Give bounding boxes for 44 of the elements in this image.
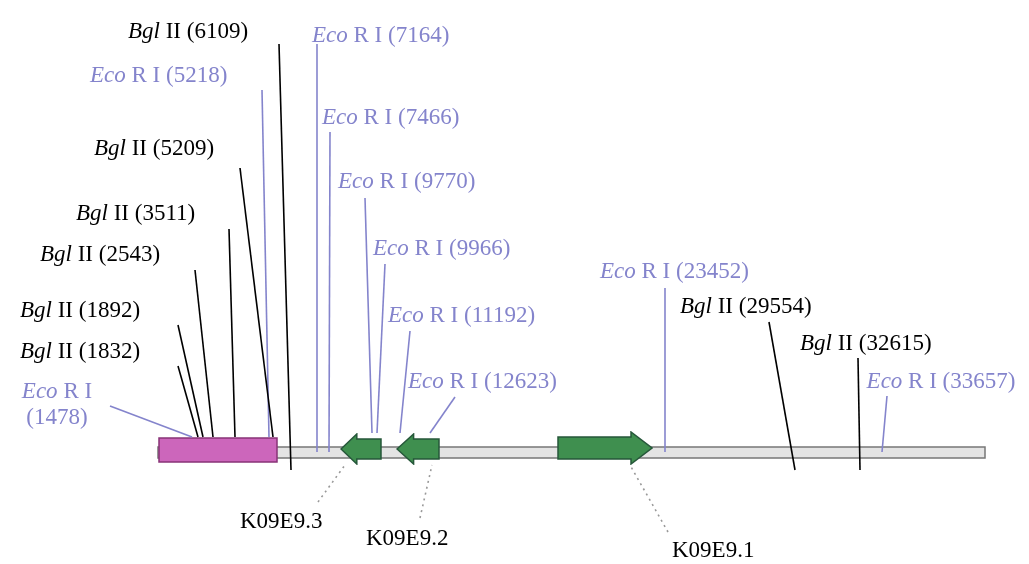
- leader-line: [881, 395, 888, 453]
- gene-label: K09E9.2: [366, 525, 449, 551]
- restriction-site-label: Eco R I (23452): [600, 258, 749, 284]
- leader-line: [228, 228, 236, 438]
- restriction-site-label: Eco R I (9770): [338, 168, 476, 194]
- leader-line: [857, 357, 861, 471]
- leader-line: [109, 405, 193, 438]
- leader-line: [768, 321, 796, 471]
- restriction-site-label: Eco R I (33657): [866, 368, 1016, 394]
- leader-line: [317, 464, 346, 503]
- restriction-site-label: Eco R I (12623): [408, 368, 557, 394]
- restriction-site-label: Eco R I (7466): [322, 104, 460, 130]
- leader-line: [364, 197, 373, 434]
- restriction-site-label: Bgl II (2543): [40, 241, 161, 267]
- leader-line: [328, 131, 331, 453]
- leader-line: [239, 167, 274, 438]
- exon-box: [158, 437, 278, 463]
- leader-line: [399, 330, 411, 434]
- leader-line: [278, 43, 292, 471]
- leader-line: [261, 89, 270, 438]
- restriction-site-label: Bgl II (5209): [94, 135, 215, 161]
- restriction-site-label: Bgl II (29554): [680, 293, 812, 319]
- restriction-site-label: Eco R I (11192): [388, 302, 536, 328]
- restriction-site-label: Bgl II (1892): [20, 297, 141, 323]
- restriction-site-label: Bgl II (3511): [76, 200, 196, 226]
- restriction-site-label: Eco R I (9966): [373, 235, 511, 261]
- leader-line: [316, 43, 318, 453]
- restriction-site-label: Bgl II (1832): [20, 338, 141, 364]
- gene-arrow: [557, 431, 653, 465]
- gene-arrow: [396, 433, 440, 465]
- leader-line: [177, 324, 204, 438]
- restriction-site-label: Eco R I (7164): [312, 22, 450, 48]
- leader-line: [194, 269, 214, 438]
- leader-line: [429, 396, 456, 434]
- restriction-site-label: Eco R I (1478): [2, 378, 112, 430]
- restriction-site-label: Bgl II (32615): [800, 330, 932, 356]
- leader-line: [664, 287, 666, 453]
- gene-label: K09E9.3: [240, 508, 323, 534]
- leader-line: [177, 365, 199, 438]
- restriction-site-label: Eco R I (5218): [90, 62, 228, 88]
- restriction-site-label: Bgl II (6109): [128, 18, 249, 44]
- leader-line: [376, 263, 386, 434]
- gene-arrow: [340, 433, 382, 465]
- gene-label: K09E9.1: [672, 537, 755, 563]
